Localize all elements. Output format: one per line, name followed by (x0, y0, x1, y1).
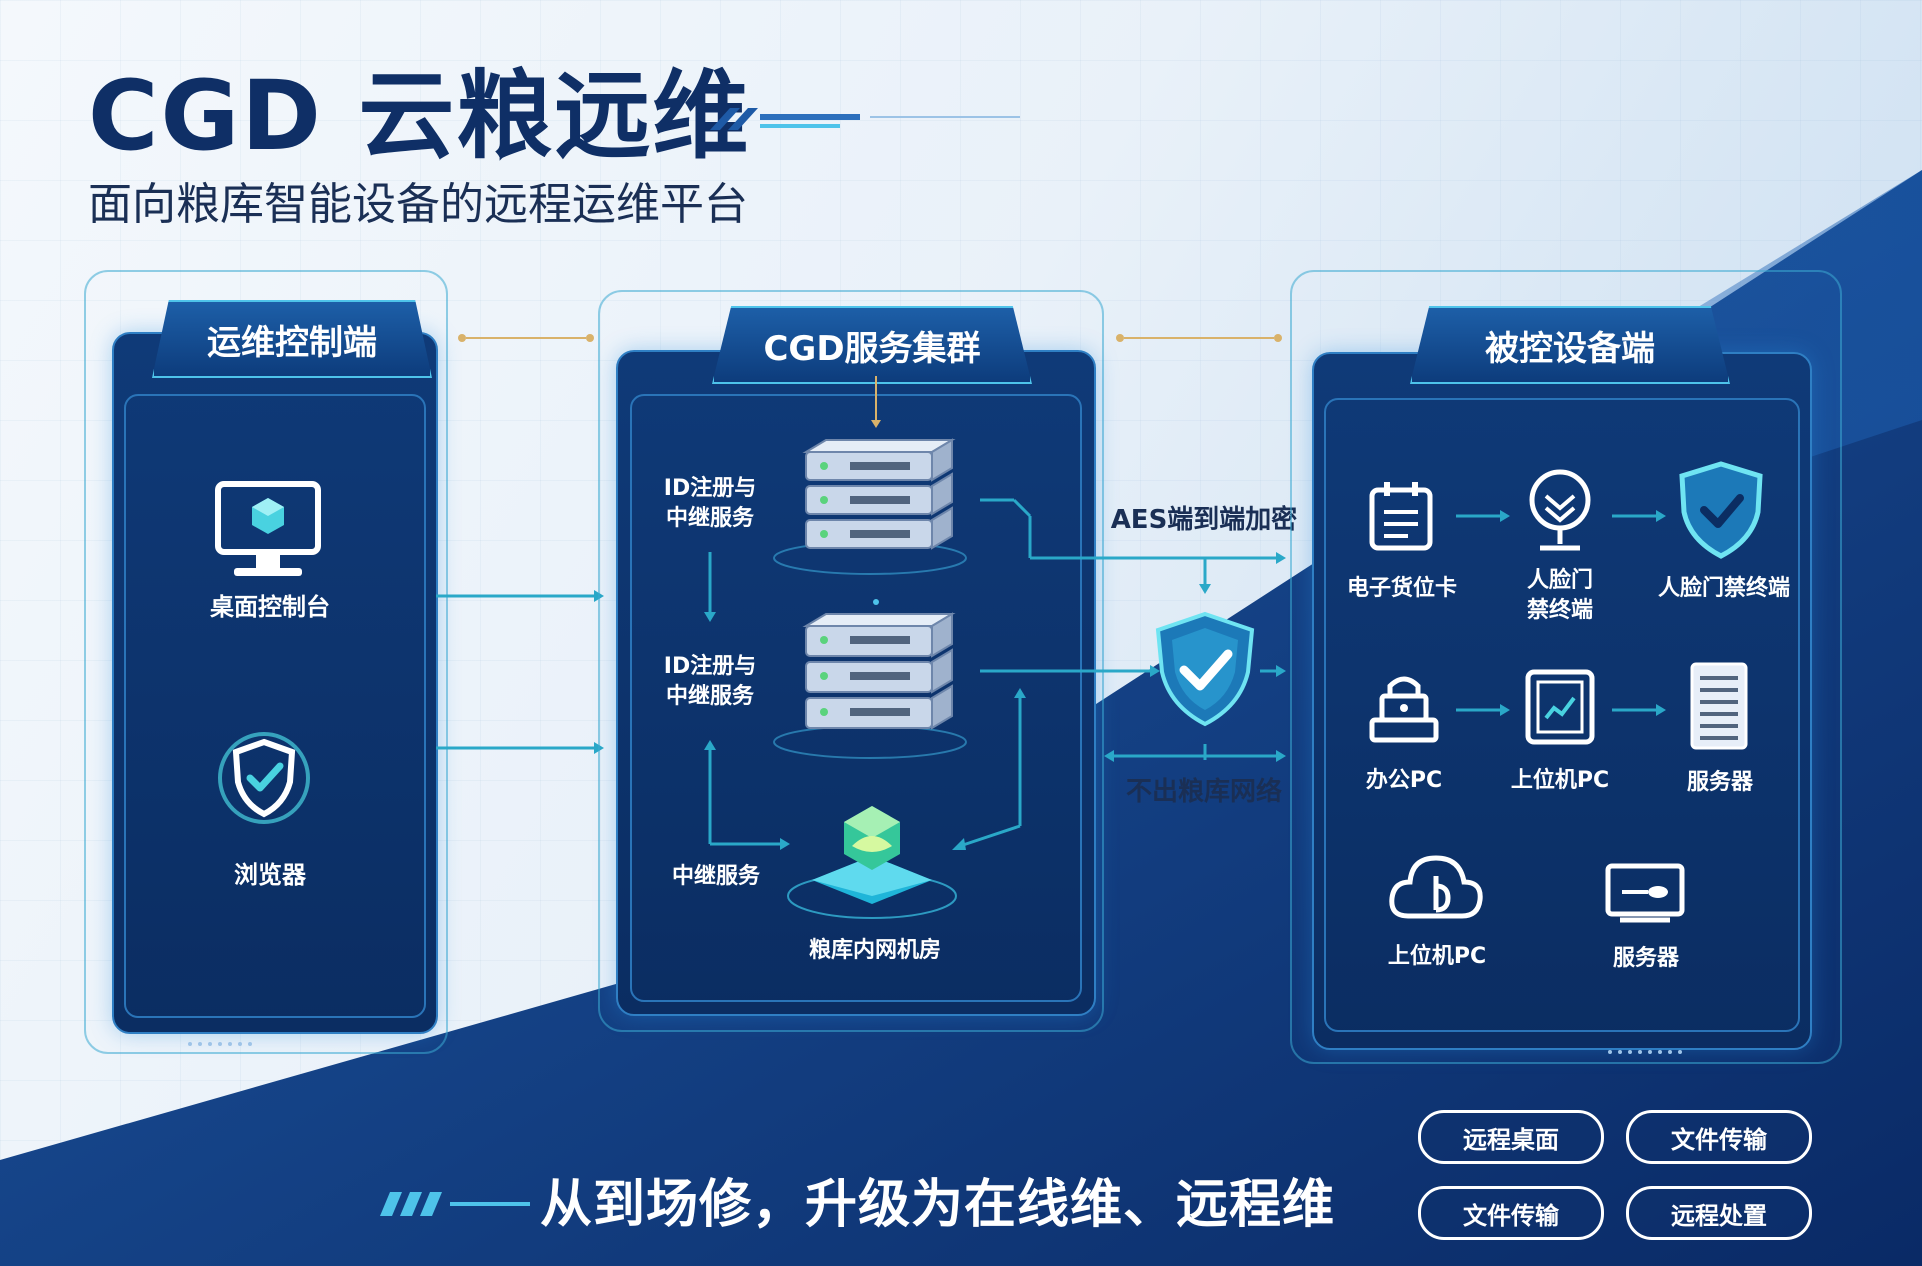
page-subtitle: 面向粮库智能设备的远程运维平台 (88, 179, 748, 230)
card-icon (1369, 482, 1433, 551)
right-row2-label-3: 服务器 (1686, 770, 1753, 795)
network-label: 不出粮库网络 (1125, 777, 1282, 807)
right-panel-title: 被控设备端 (1410, 306, 1730, 384)
server-1-label: ID注册与 中继服务 (663, 476, 757, 531)
center-flow-lines (704, 376, 1026, 850)
encryption-shield-icon (1155, 611, 1255, 727)
right-row1-label-1: 电子货位卡 (1346, 576, 1457, 601)
left-panel-inner (124, 394, 426, 1018)
left-to-center-arrows (436, 590, 604, 754)
shield-check-icon (1679, 461, 1763, 559)
center-panel-title: CGD服务集群 (712, 306, 1032, 384)
server-stack-icon-1 (773, 438, 967, 575)
server-2-label: ID注册与 中继服务 (663, 654, 757, 709)
gold-connector-right (1116, 334, 1282, 342)
encryption-label: AES端到端加密 (1110, 505, 1298, 535)
footer-slogan: 从到场修，升级为在线维、远程维 (540, 1175, 1336, 1235)
display-icon (1605, 863, 1685, 923)
right-panel-dots (1608, 1050, 1682, 1054)
pill-file-transfer-2[interactable]: 文件传输 (1418, 1186, 1604, 1240)
right-row2-label-2: 上位机PC (1510, 768, 1610, 793)
lock-pc-icon (1369, 676, 1439, 743)
right-panel-frame (1290, 270, 1842, 1064)
title-decoration (710, 108, 1020, 130)
left-panel-frame (84, 270, 448, 1054)
room-label: 粮库内网机房 (808, 938, 941, 963)
left-panel-dots (188, 1042, 252, 1046)
center-panel-inner (630, 394, 1082, 1002)
relay-cube-icon (787, 806, 957, 919)
server-stack-icon-2 (773, 612, 967, 759)
right-row3-label-2: 服务器 (1612, 946, 1679, 971)
chart-screen-icon (1525, 669, 1595, 745)
left-panel (112, 332, 438, 1034)
monitor-icon (215, 481, 321, 576)
pill-file-transfer-1[interactable]: 文件传输 (1626, 1110, 1812, 1164)
footer-decoration (380, 1192, 530, 1216)
face-gate-icon (1529, 469, 1591, 551)
right-row3-label-1: 上位机PC (1387, 944, 1487, 969)
cloud-icon (1389, 855, 1483, 919)
left-item-label-2: 浏览器 (234, 861, 306, 889)
pill-remote-handling[interactable]: 远程处置 (1626, 1186, 1812, 1240)
left-panel-title: 运维控制端 (152, 300, 432, 378)
server-rack-icon (1690, 662, 1748, 750)
pill-remote-desktop[interactable]: 远程桌面 (1418, 1110, 1604, 1164)
page-title: CGD 云粮远维 (88, 60, 751, 172)
right-row1-label-3: 人脸门禁终端 (1657, 576, 1790, 601)
right-panel-inner (1324, 398, 1800, 1032)
gold-connector-left (458, 334, 594, 342)
middle-flow-lines (980, 498, 1286, 762)
left-item-label-1: 桌面控制台 (210, 593, 330, 621)
center-panel-frame (598, 290, 1104, 1032)
right-row2-label-1: 办公PC (1365, 768, 1443, 793)
relay-label: 中继服务 (671, 864, 760, 889)
right-row1-arrows (1456, 510, 1666, 522)
right-row2-arrows (1456, 704, 1666, 716)
browser-shield-icon (218, 732, 310, 824)
right-row1-label-2: 人脸门 禁终端 (1526, 568, 1593, 623)
